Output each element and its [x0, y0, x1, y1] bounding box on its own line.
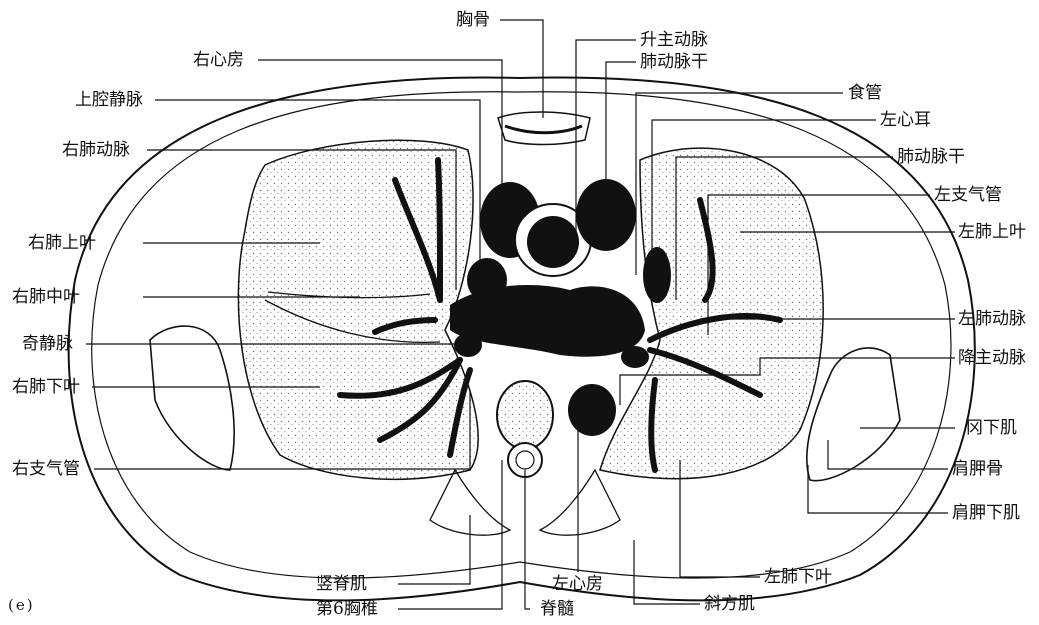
label-spinal-cord: 脊髓 — [540, 599, 574, 619]
label-right-main-bronchus: 右支气管 — [12, 459, 80, 479]
label-trapezius: 斜方肌 — [704, 594, 755, 614]
label-left-main-bronchus: 左支气管 — [934, 185, 1002, 205]
label-svc: 上腔静脉 — [75, 90, 143, 110]
label-left-atrium: 左心房 — [552, 574, 603, 594]
label-t6-vertebra: 第6胸椎 — [316, 599, 378, 619]
label-right-lower-lobe: 右肺下叶 — [12, 377, 80, 397]
label-pulmonary-trunk-top: 肺动脉干 — [640, 52, 708, 72]
label-right-atrium: 右心房 — [193, 50, 244, 70]
label-infraspinatus: 冈下肌 — [966, 418, 1017, 438]
label-ascending-aorta: 升主动脉 — [640, 30, 708, 50]
label-scapula: 肩胛骨 — [952, 459, 1003, 479]
label-sternum: 胸骨 — [456, 10, 490, 30]
label-descending-aorta: 降主动脉 — [958, 348, 1026, 368]
label-right-upper-lobe: 右肺上叶 — [28, 233, 96, 253]
right-scapula — [150, 326, 234, 470]
label-subscapularis: 肩胛下肌 — [952, 503, 1020, 523]
heart-vessels — [450, 179, 671, 368]
panel-label: (e) — [8, 596, 35, 614]
label-right-pulmonary-artery: 右肺动脉 — [62, 140, 130, 160]
label-pulmonary-trunk: 肺动脉干 — [897, 147, 965, 167]
t6-vertebral-body — [497, 381, 553, 449]
label-esophagus: 食管 — [848, 83, 882, 103]
label-azygos-vein: 奇静脉 — [22, 334, 73, 354]
label-right-middle-lobe: 右肺中叶 — [12, 287, 80, 307]
label-left-upper-lobe: 左肺上叶 — [958, 222, 1026, 242]
right-lung — [238, 140, 478, 479]
label-erector-spinae: 竖脊肌 — [316, 574, 367, 594]
left-scapula — [807, 348, 900, 481]
label-left-auricle: 左心耳 — [880, 110, 931, 130]
label-left-lower-lobe: 左肺下叶 — [764, 567, 832, 587]
descending-aorta-shape — [568, 384, 616, 436]
label-left-pulmonary-artery: 左肺动脉 — [958, 309, 1026, 329]
